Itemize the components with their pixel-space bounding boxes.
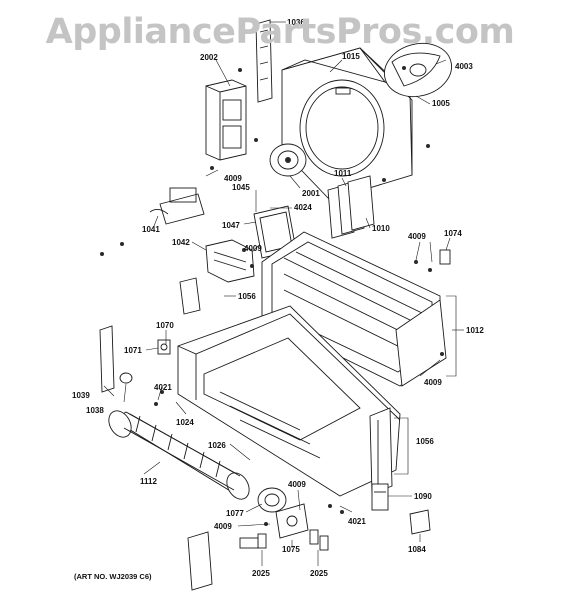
screws	[100, 66, 444, 526]
part-label-1070: 1070	[156, 321, 174, 330]
part-label-1047: 1047	[222, 221, 240, 230]
motor-mount-1075	[275, 503, 309, 539]
part-label-1038: 1038	[86, 406, 104, 415]
part-label-4009-base: 4009	[424, 378, 442, 387]
part-label-4003: 4003	[455, 62, 473, 71]
bottom-cover	[187, 531, 213, 591]
part-label-2002: 2002	[200, 53, 218, 62]
bracket-1056-upper	[179, 277, 201, 315]
part-label-1074: 1074	[444, 229, 462, 238]
part-label-1045: 1045	[232, 183, 250, 192]
part-label-4009: 4009	[224, 174, 242, 183]
bracket-1074	[439, 249, 451, 265]
part-label-1011: 1011	[334, 169, 352, 178]
part-label-1056-side: 1056	[416, 437, 434, 446]
bearing-1038	[119, 372, 133, 384]
part-label-4009-mount: 4009	[214, 522, 232, 531]
part-label-4024: 4024	[294, 203, 312, 212]
part-label-1039: 1039	[72, 391, 90, 400]
fan-blade-4003	[384, 42, 452, 98]
part-label-1010: 1010	[372, 224, 390, 233]
part-label-1056-upper: 1056	[238, 292, 256, 301]
part-label-4009-heater: 4009	[244, 244, 262, 253]
part-label-1036: 1036	[287, 18, 305, 27]
control-box-2002	[205, 79, 247, 161]
damper-1070-1071	[157, 339, 171, 355]
blower-wheel-1112	[108, 410, 250, 500]
part-label-1012: 1012	[466, 326, 484, 335]
watermark: AppliancePartsPros.com	[45, 12, 515, 52]
relay-1084	[409, 509, 431, 535]
part-label-4009-coil: 4009	[408, 232, 426, 241]
indoor-coil-1012	[261, 231, 447, 387]
leader-lines	[103, 21, 464, 566]
motor-mount-bracket-1036	[255, 19, 273, 103]
filter-set-1011-1010	[327, 175, 375, 239]
fan-shroud-1015	[281, 47, 413, 201]
part-label-4009-motor: 4009	[288, 480, 306, 489]
part-label-4021: 4021	[154, 383, 172, 392]
part-label-1015: 1015	[342, 52, 360, 61]
side-panel-1056	[369, 407, 393, 495]
part-label-1077: 1077	[226, 509, 244, 518]
part-label-1026: 1026	[208, 441, 226, 450]
heater-assembly-1042	[205, 239, 255, 283]
capacitor-bracket-1041	[149, 187, 205, 225]
part-label-1075: 1075	[282, 545, 300, 554]
part-label-1041: 1041	[142, 225, 160, 234]
part-label-2025-left: 2025	[252, 569, 270, 578]
part-label-1042: 1042	[172, 238, 190, 247]
part-label-1024: 1024	[176, 418, 194, 427]
terminal-2025	[239, 529, 329, 551]
fan-motor-2001	[269, 143, 307, 177]
blower-motor-1077	[257, 487, 287, 513]
part-label-4021-lower: 4021	[348, 517, 366, 526]
part-label-2001: 2001	[302, 189, 320, 198]
base-pan-assembly	[177, 305, 401, 497]
part-label-1005: 1005	[432, 99, 450, 108]
art-number: (ART NO. WJ2039 C6)	[74, 572, 152, 581]
part-label-1112: 1112	[140, 477, 157, 486]
switch-1090	[371, 483, 389, 511]
part-label-1084: 1084	[408, 545, 426, 554]
part-labels: 1036 2002 1015 4003 1005 4009 2001 1011 …	[72, 18, 484, 578]
shroud-1039	[99, 325, 115, 393]
part-label-2025-right: 2025	[310, 569, 328, 578]
part-label-1090: 1090	[414, 492, 432, 501]
part-label-1071: 1071	[124, 346, 142, 355]
